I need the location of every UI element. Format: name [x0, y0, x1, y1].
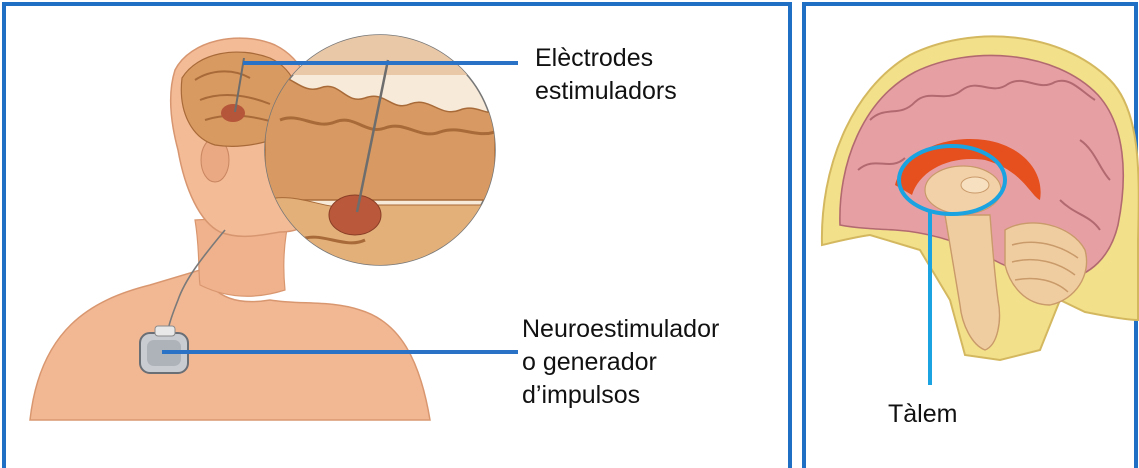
brain-sagittal-section	[822, 36, 1139, 360]
neurostimulator-label: Neuroestimulador o generador d’impulsos	[522, 313, 719, 412]
thalamus-label: Tàlem	[888, 398, 957, 431]
magnified-brain-inset	[265, 35, 495, 270]
electrodes-label: Elèctrodes estimuladors	[535, 42, 677, 108]
